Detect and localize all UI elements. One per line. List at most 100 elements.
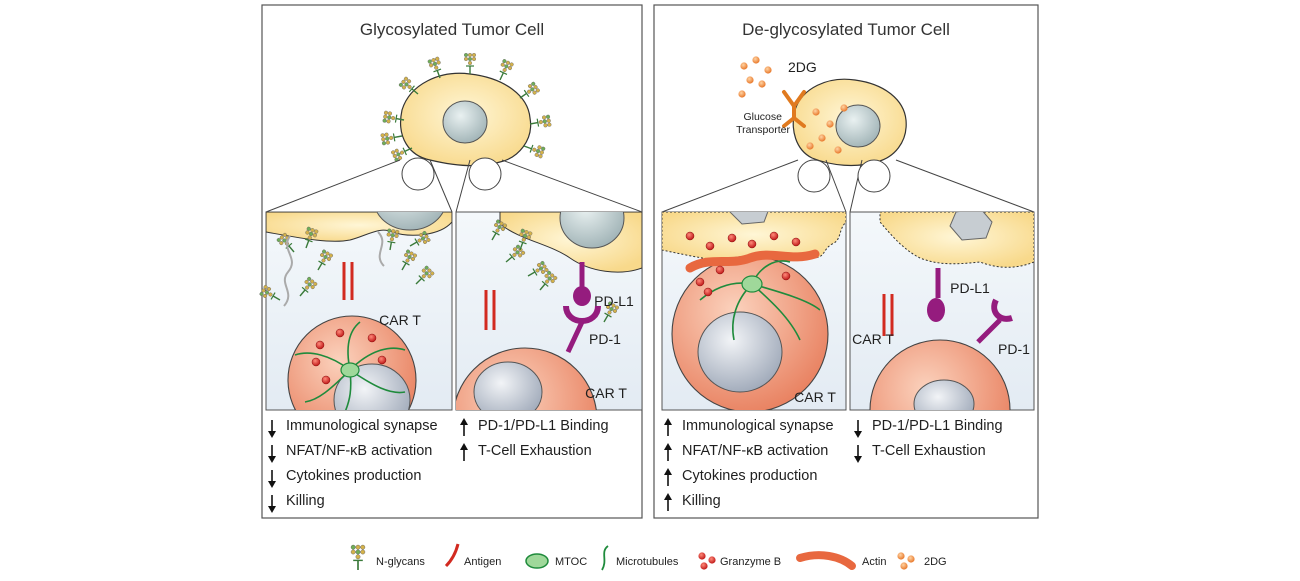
n-glycan-icon (299, 276, 318, 297)
right-zoom-connectors (661, 159, 1035, 213)
arrow-down-icon (268, 495, 276, 513)
effect-label: PD-1/PD-L1 Binding (478, 418, 609, 434)
arrow-down-icon (854, 445, 862, 463)
granzyme-b-dot (321, 375, 331, 385)
legend-label: Granzyme B (720, 556, 781, 568)
n-glycan-icon (518, 228, 533, 251)
legend-label: Actin (862, 556, 886, 568)
antigen-icon (444, 543, 460, 568)
n-glycan-icon (409, 231, 431, 247)
2dg-dot (740, 62, 748, 70)
granzyme-b-dot (695, 277, 705, 287)
n-glycan-icon (391, 147, 413, 162)
transporter-label-line2: Transporter (736, 124, 790, 136)
granzyme-b-dot (769, 231, 779, 241)
n-glycan-icon (527, 261, 549, 277)
arrow-down-icon (268, 470, 276, 488)
arrow-up-icon (664, 468, 672, 486)
n-glycan-icon (491, 219, 507, 241)
granzyme-b-dot (335, 328, 345, 338)
legend-mtoc: MTOC (525, 553, 587, 569)
left-synapse-car-t-label: CAR T (379, 312, 421, 328)
actin-icon (796, 551, 856, 570)
right-panel: De-glycosylated Tumor Cell 2DG Glucose T… (653, 4, 1039, 519)
legend-label: Antigen (464, 556, 501, 568)
effect-label: NFAT/NF-κB activation (286, 443, 432, 459)
arrow-up-icon (460, 443, 468, 461)
deglycosylated-tumor-cell (792, 78, 907, 167)
legend-granzyme: Granzyme B (698, 552, 781, 570)
right-drug-label: 2DG (788, 59, 817, 75)
n-glycan-icon (415, 265, 435, 285)
right-pd-l1-label: PD-L1 (950, 280, 990, 296)
pd-1-icon (976, 298, 1013, 344)
effect-label: Killing (682, 493, 721, 509)
legend-microtubules: Microtubules (601, 545, 679, 571)
granzyme-b-dot (315, 340, 325, 350)
n-glycan-icon (463, 53, 476, 74)
2dg-dot (826, 120, 834, 128)
n-glycan-icon (427, 56, 442, 79)
2dg-dot (840, 104, 848, 112)
granzyme-b-dot (377, 355, 387, 365)
2dg-dot (764, 66, 772, 74)
arrow-down-icon (268, 420, 276, 438)
2dg-icon (897, 552, 915, 570)
2dg-dot (806, 142, 814, 150)
n-glycan-icon (382, 110, 405, 124)
left-pd-1-label: PD-1 (589, 331, 621, 347)
arrow-up-icon (460, 418, 468, 436)
granzyme-b-dot (715, 265, 725, 275)
arrow-down-icon (854, 420, 862, 438)
n-glycan-icon (505, 244, 526, 263)
pd-l1-icon (927, 268, 945, 322)
granzyme-b-dot (747, 239, 757, 249)
arrow-up-icon (664, 418, 672, 436)
2dg-dot (746, 76, 754, 84)
left-synapse-panel: CAR T (259, 211, 453, 411)
right-panel-title: De-glycosylated Tumor Cell (742, 20, 950, 39)
n-glycan-icon (401, 249, 417, 271)
legend-label: 2DG (924, 556, 947, 568)
n-glycan-icon (539, 270, 558, 291)
zoom-connectors (265, 157, 643, 213)
right-checkpoint-antigen-icon (882, 294, 894, 336)
synapse-antigen-icon (342, 262, 354, 300)
n-glycan-icon (529, 114, 552, 128)
2dg-dot (738, 90, 746, 98)
effect-label: Immunological synapse (682, 418, 834, 434)
synapse-glycans (259, 226, 435, 301)
granzyme-b-dot (781, 271, 791, 281)
legend: N-glycans Antigen MTOC Microtubules Gran… (350, 543, 947, 571)
left-panel: Glycosylated Tumor Cell (259, 4, 643, 519)
right-checkpoint-panel: PD-L1 PD-1 CAR T (849, 211, 1035, 411)
2dg-dot (758, 80, 766, 88)
granzyme-b-dot (311, 357, 321, 367)
mtoc-icon (525, 553, 549, 569)
n-glycan-icon (398, 76, 419, 95)
left-checkpoint-panel: PD-L1 PD-1 CAR T (455, 211, 643, 411)
granzyme-b-dot (727, 233, 737, 243)
2dg-dot (812, 108, 820, 116)
left-panel-title: Glycosylated Tumor Cell (360, 20, 544, 39)
n-glycan-icon (519, 81, 540, 99)
2dg-dot (834, 146, 842, 154)
n-glycan-icon (380, 132, 403, 146)
granzyme-b-dot (791, 237, 801, 247)
2dg-dot (818, 134, 826, 142)
2dg-molecules (738, 56, 848, 154)
right-checkpoint-car-t-label: CAR T (852, 331, 894, 347)
arrow-up-icon (664, 493, 672, 511)
transporter-label-line1: Glucose (743, 111, 782, 123)
n-glycan-icon (304, 226, 319, 249)
granzyme-b-dot (703, 287, 713, 297)
effect-label: NFAT/NF-κB activation (682, 443, 828, 459)
legend-antigen: Antigen (444, 543, 501, 568)
granzyme-b-dot (685, 231, 695, 241)
arrow-up-icon (664, 443, 672, 461)
